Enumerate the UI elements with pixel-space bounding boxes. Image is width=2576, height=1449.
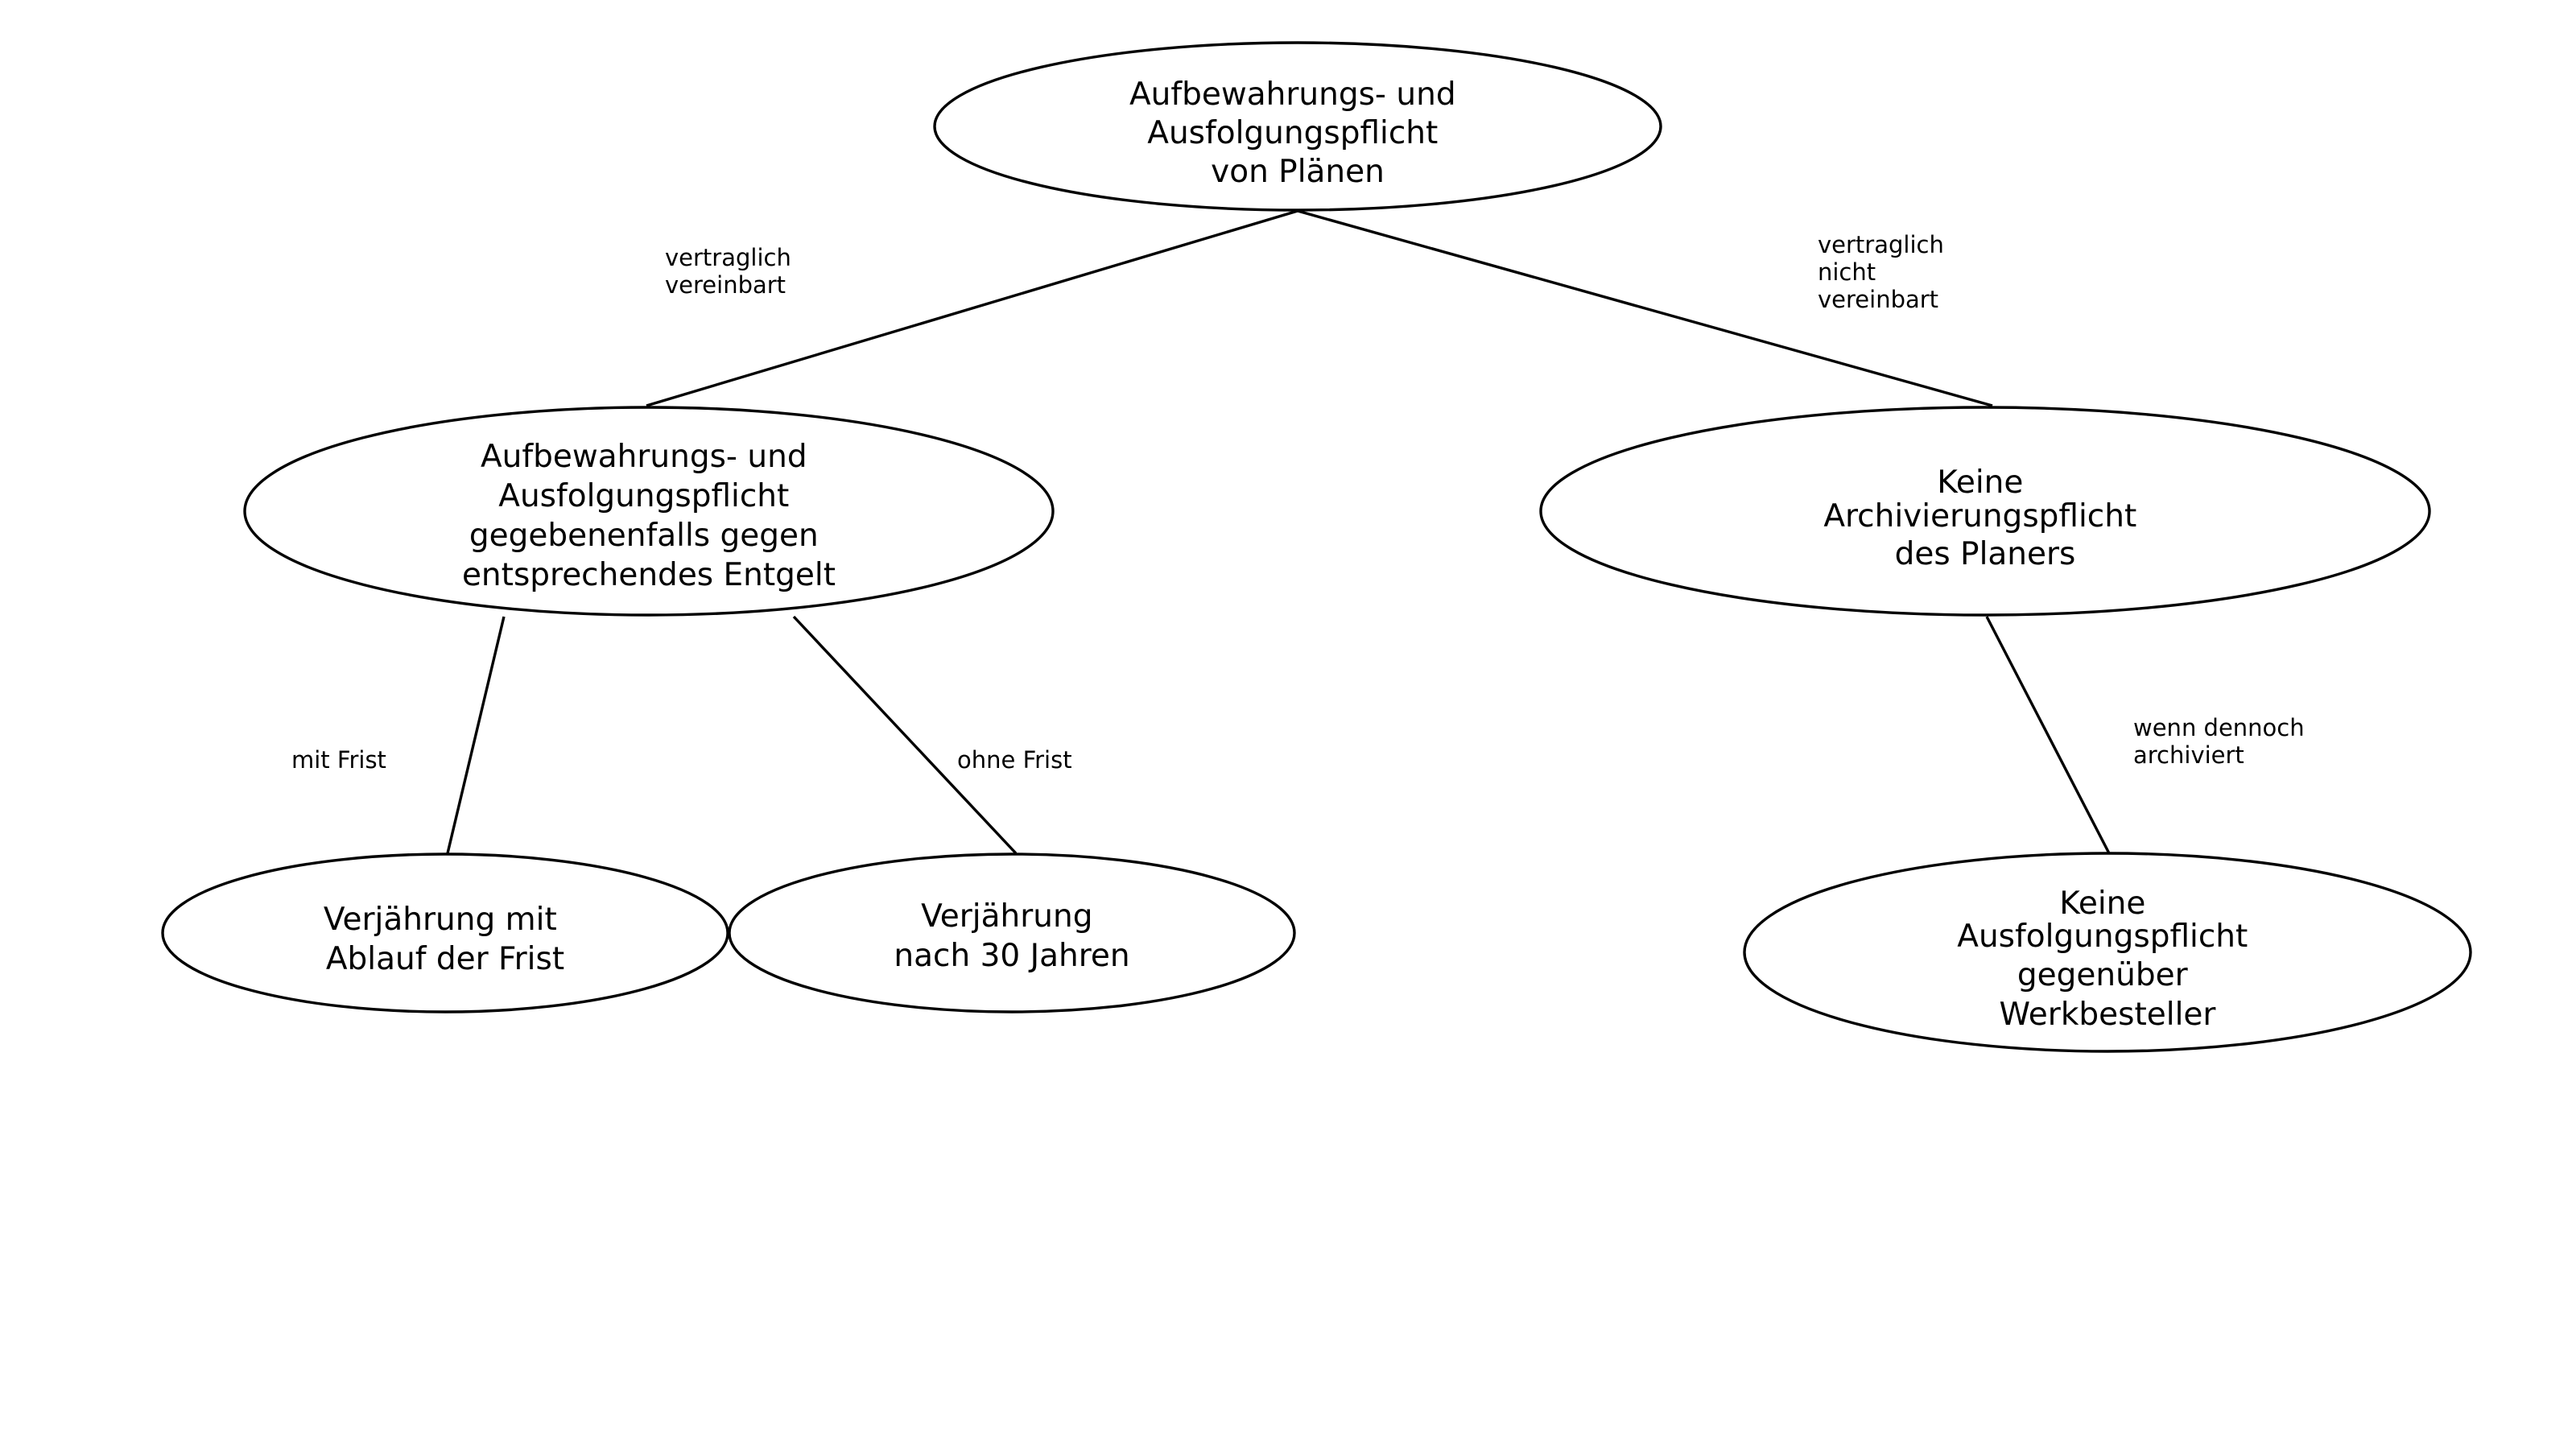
edge-label-wenn-dennoch-archiviert: wenn dennoch archiviert [2133, 714, 2312, 769]
node-right: Keine Archivierungspflicht des Planers [1539, 406, 2431, 617]
edge-label-line: wenn dennoch [2133, 714, 2305, 741]
node-left-right-ellipse [728, 852, 1296, 1013]
edge-label-vertraglich-nicht-vereinbart: vertraglich nicht vereinbart [1818, 231, 1951, 313]
edge-label-line: ohne Frist [957, 746, 1072, 774]
node-left-label: Aufbewahrungs- und Ausfolgungspflicht ge… [462, 439, 836, 593]
node-label-line: Werkbesteller [2000, 997, 2217, 1033]
node-label-line: gegenüber [2017, 957, 2189, 993]
node-label-line: Ablauf der Frist [326, 941, 564, 977]
node-label-line: Verjährung [921, 898, 1092, 935]
node-label-line: Aufbewahrungs- und [481, 439, 807, 475]
edge-label-line: mit Frist [291, 746, 386, 774]
edge-label-vertraglich-vereinbart: vertraglich vereinbart [665, 244, 799, 299]
node-label-line: nach 30 Jahren [894, 938, 1129, 974]
edge-label-line: vereinbart [1818, 286, 1938, 313]
node-label-line: Aufbewahrungs- und [1129, 76, 1456, 113]
node-left-left: Verjährung mit Ablauf der Frist [161, 852, 729, 1013]
node-label-line: Keine [1937, 464, 2023, 501]
node-label-line: Archivierungspflicht [1823, 498, 2136, 535]
edge-label-mit-frist: mit Frist [291, 746, 386, 774]
node-left: Aufbewahrungs- und Ausfolgungspflicht ge… [243, 406, 1055, 617]
node-right-child-label: Keine Ausfolgungspflicht gegenüber Werkb… [1957, 886, 2257, 1033]
edge-left-to-left-right [792, 615, 1018, 855]
node-left-left-label: Verjährung mit Ablauf der Frist [324, 902, 567, 977]
edge-label-line: vertraglich [1818, 231, 1944, 258]
node-label-line: des Planers [1895, 536, 2076, 572]
node-left-left-ellipse [161, 852, 729, 1013]
node-root: Aufbewahrungs- und Ausfolgungspflicht vo… [933, 41, 1662, 212]
node-label-line: entsprechendes Entgelt [462, 557, 836, 593]
node-label-line: Ausfolgungspflicht [1957, 919, 2248, 955]
edge-label-line: vertraglich [665, 244, 791, 271]
edge-label-ohne-frist: ohne Frist [957, 746, 1072, 774]
node-label-line: von Plänen [1211, 154, 1385, 190]
edge-label-line: vereinbart [665, 271, 786, 299]
edge-left-to-left-left [446, 616, 506, 854]
node-right-label: Keine Archivierungspflicht des Planers [1823, 464, 2146, 572]
node-label-line: Keine [2059, 886, 2145, 922]
node-left-right-label: Verjährung nach 30 Jahren [894, 898, 1129, 974]
node-right-ellipse [1539, 406, 2431, 617]
node-left-ellipse [243, 406, 1055, 617]
node-right-child-ellipse [1743, 852, 2472, 1053]
node-label-line: Ausfolgungspflicht [1147, 115, 1438, 151]
edge-right-to-right-child [1985, 616, 2111, 854]
edge-label-line: nicht [1818, 258, 1876, 286]
node-root-ellipse [933, 41, 1662, 212]
edge-label-line: archiviert [2133, 741, 2244, 769]
node-label-line: gegebenenfalls gegen [469, 518, 819, 554]
edge-root-to-right [1297, 209, 1993, 407]
node-left-right: Verjährung nach 30 Jahren [728, 852, 1296, 1013]
node-label-line: Verjährung mit [324, 902, 557, 938]
edge-root-to-left [646, 209, 1298, 407]
node-label-line: Ausfolgungspflicht [498, 478, 789, 514]
node-root-label: Aufbewahrungs- und Ausfolgungspflicht vo… [1129, 76, 1466, 190]
node-right-child: Keine Ausfolgungspflicht gegenüber Werkb… [1743, 852, 2472, 1053]
